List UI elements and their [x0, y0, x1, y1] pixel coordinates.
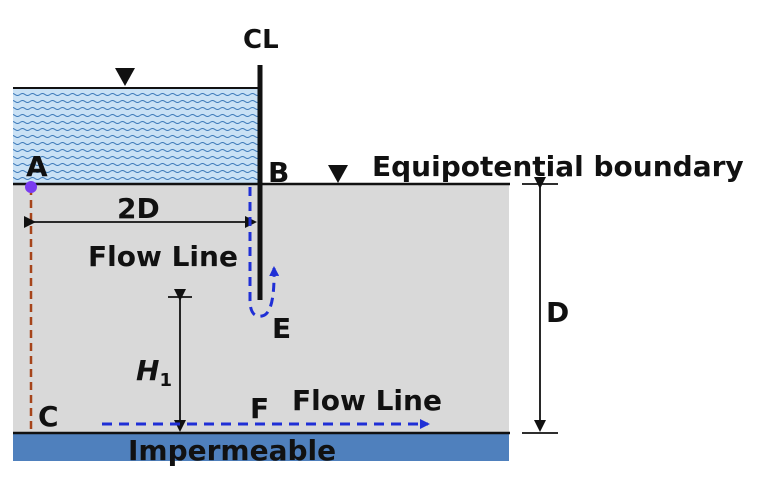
impermeable-label: Impermeable	[128, 434, 336, 467]
point-a-marker	[25, 181, 37, 193]
point-b-label: B	[268, 156, 289, 189]
h1-label: H1	[136, 354, 172, 391]
d-label: D	[546, 296, 569, 329]
point-e-label: E	[272, 312, 291, 345]
impermeable-layer	[13, 433, 509, 461]
water-level-triangle-icon	[328, 165, 348, 183]
dimension-2d-label: 2D	[117, 192, 160, 225]
water-level-triangle-icon	[115, 68, 135, 86]
water-body	[13, 88, 260, 184]
flow-line-lower-label: Flow Line	[292, 384, 442, 417]
point-a-label: A	[26, 150, 48, 183]
flow-line-upper-label: Flow Line	[88, 240, 238, 273]
flow-line-upper	[248, 187, 280, 318]
point-f-label: F	[250, 392, 269, 425]
point-c-label: C	[38, 400, 59, 433]
svg-text:CL: CL	[243, 25, 279, 55]
equipotential-boundary-label: Equipotential boundary	[372, 150, 744, 183]
centerline-icon: CL	[243, 25, 279, 55]
